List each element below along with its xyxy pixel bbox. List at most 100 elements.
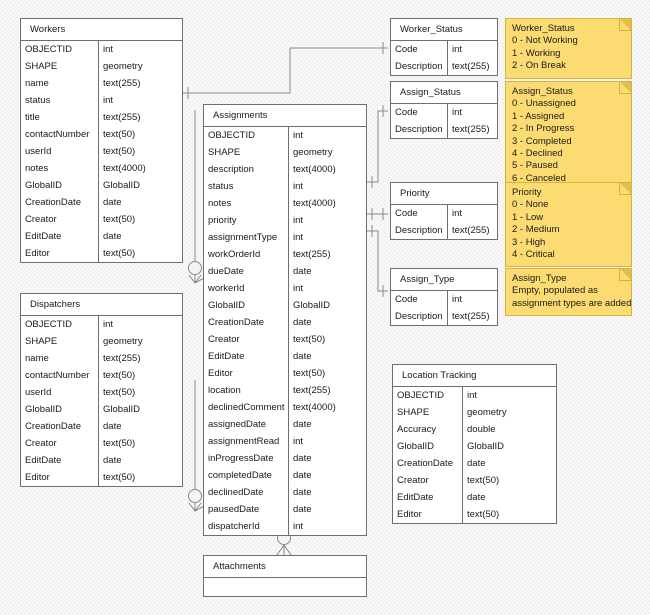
field-name: Editor (393, 506, 463, 523)
field-name: Description (391, 121, 448, 138)
field-type: int (467, 390, 478, 401)
field-type: text(50) (103, 146, 136, 157)
note-title: Worker_Status (512, 23, 575, 34)
field-type: text(50) (103, 472, 136, 483)
field-name: Code (391, 41, 448, 58)
field-name: Creator (204, 331, 289, 348)
field-type: int (293, 521, 304, 532)
field-name: Description (391, 58, 448, 75)
note-line: 1 - Assigned (512, 110, 565, 122)
field-name: GlobalID (393, 438, 463, 455)
note-line: 5 - Paused (512, 160, 558, 172)
field-name: notes (21, 160, 99, 177)
field-type: int (293, 130, 304, 141)
field-type: text(4000) (293, 402, 336, 413)
field-name: EditDate (21, 228, 99, 245)
field-name: GlobalID (204, 297, 289, 314)
note-fold-icon (619, 269, 631, 281)
field-list (204, 578, 366, 596)
field-name: pausedDate (204, 501, 289, 518)
entity-title: Worker_Status (391, 19, 497, 41)
field-name: OBJECTID (393, 387, 463, 404)
field-name: inProgressDate (204, 450, 289, 467)
field-name: description (204, 161, 289, 178)
field-type: int (103, 95, 114, 106)
field-type: text(50) (103, 129, 136, 140)
field-type: date (293, 470, 312, 481)
field-name: notes (204, 195, 289, 212)
field-row: userId text(50) (21, 143, 182, 160)
connector-workers-status (183, 47, 388, 94)
field-type: text(50) (103, 387, 136, 398)
field-type: text(50) (293, 334, 326, 345)
note-line: Empty, populated as (512, 285, 598, 297)
field-type: text(255) (452, 61, 490, 72)
field-name: status (204, 178, 289, 195)
field-name: Code (391, 104, 448, 121)
field-type: text(50) (103, 438, 136, 449)
field-name: Description (391, 222, 448, 239)
field-name: Description (391, 308, 448, 325)
field-type: GlobalID (293, 300, 330, 311)
field-name: OBJECTID (21, 316, 99, 333)
field-type: double (467, 424, 496, 435)
note-line: 6 - Canceled (512, 172, 566, 184)
field-name: EditDate (393, 489, 463, 506)
note-line: 0 - Unassigned (512, 98, 576, 110)
note-line: 2 - Medium (512, 224, 560, 236)
field-name: userId (21, 384, 99, 401)
field-name: workOrderId (204, 246, 289, 263)
field-name: Editor (21, 469, 99, 486)
entity-title: Workers (21, 19, 182, 41)
note-line: 2 - In Progress (512, 123, 575, 135)
field-type: int (293, 283, 304, 294)
field-type: int (103, 44, 114, 55)
field-row: Description text(255) (391, 58, 497, 75)
entity-attachments[interactable]: Attachments (203, 555, 367, 597)
field-name: title (21, 109, 99, 126)
note-fold-icon (619, 82, 631, 94)
field-type: int (452, 208, 463, 219)
field-name: Code (391, 205, 448, 222)
field-name: userId (21, 143, 99, 160)
